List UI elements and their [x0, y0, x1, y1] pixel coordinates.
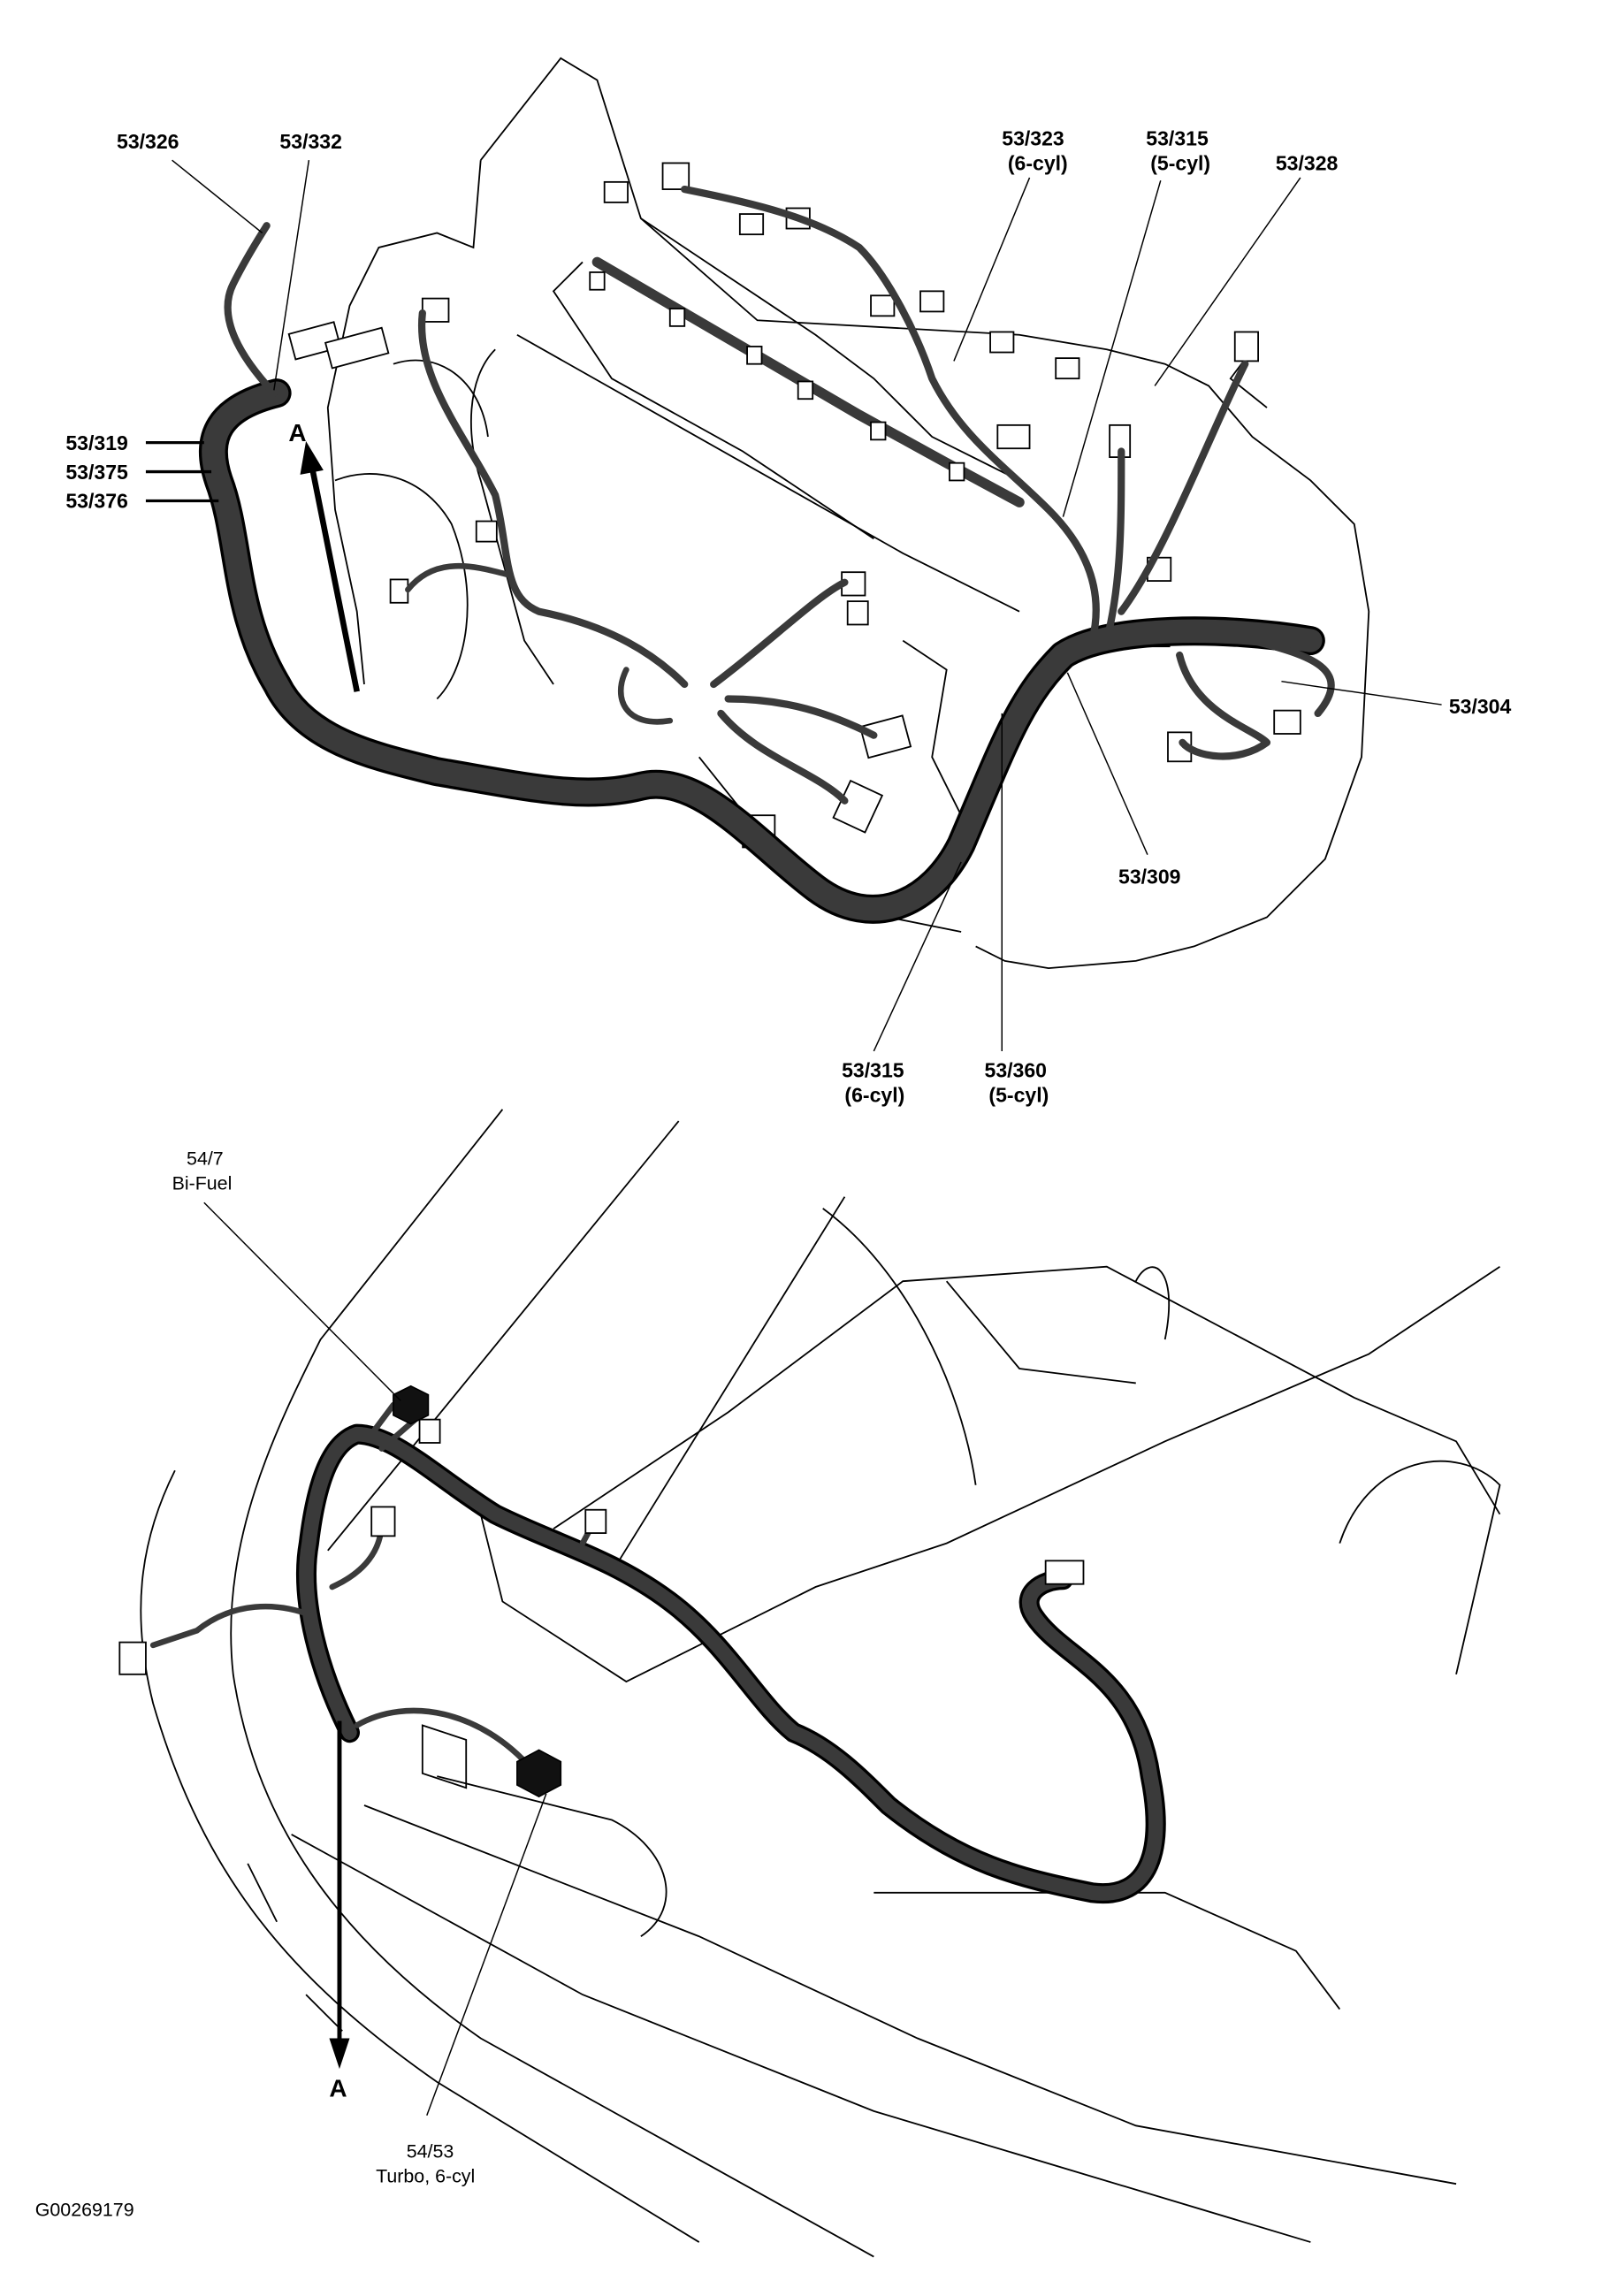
- label-53-332: 53/332: [279, 130, 342, 153]
- view-arrow-a-top: A: [288, 419, 360, 692]
- engine-outline: [326, 57, 1370, 970]
- car-body-outline: [140, 1109, 1501, 2258]
- callout-labels-top: 53/326 53/332 53/323 (6-cyl) 53/315 (5-c…: [65, 127, 1511, 1107]
- label-53-315-6cyl: 53/315: [842, 1059, 904, 1082]
- arrow-label-a-top: A: [288, 419, 306, 446]
- label-54-7: 54/7: [187, 1148, 224, 1169]
- label-54-53: 54/53: [407, 2141, 454, 2163]
- callout-labels-bottom: 54/7 Bi-Fuel 54/53 Turbo, 6-cyl: [172, 1148, 476, 2186]
- arrow-label-a-bottom: A: [329, 2074, 347, 2101]
- figure-id: G00269179: [35, 2199, 134, 2220]
- label-53-315-5cyl: 53/315: [1146, 127, 1209, 150]
- connectors-top: [287, 162, 1301, 849]
- label-53-323: 53/323: [1002, 127, 1064, 150]
- label-53-319: 53/319: [65, 431, 128, 454]
- leader-lines-bottom: [203, 1201, 547, 2117]
- label-53-315-5cyl-variant: (5-cyl): [1150, 152, 1210, 175]
- label-54-53-variant: Turbo, 6-cyl: [376, 2166, 475, 2187]
- connector-54-53: [516, 1749, 562, 1798]
- view-arrow-a-bottom: A: [329, 1720, 350, 2101]
- label-53-376: 53/376: [65, 490, 128, 513]
- connector-54-7: [393, 1384, 430, 1425]
- label-53-360: 53/360: [984, 1059, 1047, 1082]
- label-53-326: 53/326: [117, 130, 179, 153]
- injector-rail: [589, 256, 1025, 507]
- label-53-309: 53/309: [1118, 866, 1181, 889]
- label-53-304: 53/304: [1449, 695, 1512, 718]
- leader-lines-top: [145, 159, 1442, 1052]
- label-53-360-variant: (5-cyl): [988, 1084, 1049, 1107]
- label-54-7-variant: Bi-Fuel: [172, 1172, 233, 1194]
- engine-harness: [198, 185, 1335, 924]
- label-53-323-variant: (6-cyl): [1008, 152, 1068, 175]
- label-53-328: 53/328: [1276, 152, 1339, 175]
- label-53-375: 53/375: [65, 461, 128, 484]
- label-53-315-6cyl-variant: (6-cyl): [844, 1084, 904, 1107]
- front-harness: [118, 1384, 1166, 1904]
